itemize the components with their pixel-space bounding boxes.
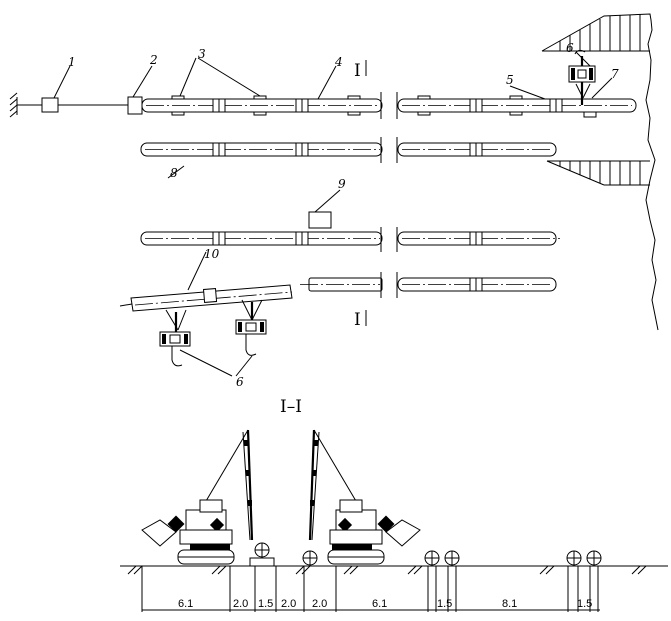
dimension-value: 1.5 <box>258 598 273 610</box>
dimension-value: 2.0 <box>312 598 327 610</box>
dimension-value: 6.1 <box>372 598 387 610</box>
pipe-cross-sections <box>249 542 602 567</box>
pipeline-row-4 <box>300 277 557 292</box>
section-title: I–I <box>280 397 302 417</box>
label-7: 7 <box>611 67 619 81</box>
dimension-value: 2.0 <box>281 598 296 610</box>
anchor-wall <box>9 92 18 118</box>
section-view: 6.1 2.0 1.5 2.0 2.0 6.1 1.5 8.1 1.5 <box>120 429 668 612</box>
label-5: 5 <box>506 73 514 87</box>
plan-view <box>9 13 659 377</box>
pipelayer-left <box>141 429 254 565</box>
river-bank <box>541 13 659 331</box>
dimension-line <box>141 566 600 612</box>
pipelayer-plan-3 <box>568 49 596 105</box>
dimension-value: 2.0 <box>233 598 248 610</box>
roller-support <box>253 95 267 100</box>
callout-labels: 1 2 3 4 5 6 7 8 9 10 6 <box>68 41 619 389</box>
pipeline-row-3 <box>140 211 560 246</box>
dimension-values: 6.1 2.0 1.5 2.0 2.0 6.1 1.5 8.1 1.5 <box>178 598 592 610</box>
pipelayer-right <box>308 429 421 565</box>
winch <box>41 97 59 113</box>
label-pipeline: 4 <box>334 55 343 69</box>
label-pipelayer-top: 6 <box>566 41 574 55</box>
pipelayer-plan-2 <box>235 299 267 356</box>
pipeline-row-2 <box>140 142 557 157</box>
lifted-pipe-section <box>119 284 293 312</box>
dimension-value: 1.5 <box>577 598 592 610</box>
dimension-value: 6.1 <box>178 598 193 610</box>
pipeline-row-1 <box>127 95 637 118</box>
welding-unit <box>308 211 332 229</box>
label-pulling-head: 2 <box>149 53 158 67</box>
label-winch: 1 <box>68 55 76 69</box>
dimension-value: 8.1 <box>502 598 517 610</box>
pipelayer-plan-1 <box>159 309 191 367</box>
break-lines <box>380 92 398 298</box>
label-pipelayers-bottom: 6 <box>236 375 244 389</box>
label-roller-supports: 3 <box>198 47 206 61</box>
pulling-head <box>127 96 143 115</box>
label-welding-unit: 9 <box>338 177 346 191</box>
section-mark-top: I <box>354 61 361 81</box>
roller-support <box>171 95 185 100</box>
leader-lines <box>53 51 613 377</box>
section-mark-bottom: I <box>354 310 361 330</box>
dimension-value: 1.5 <box>437 598 452 610</box>
label-lifted-section: 10 <box>204 247 220 261</box>
label-8: 8 <box>170 166 178 180</box>
